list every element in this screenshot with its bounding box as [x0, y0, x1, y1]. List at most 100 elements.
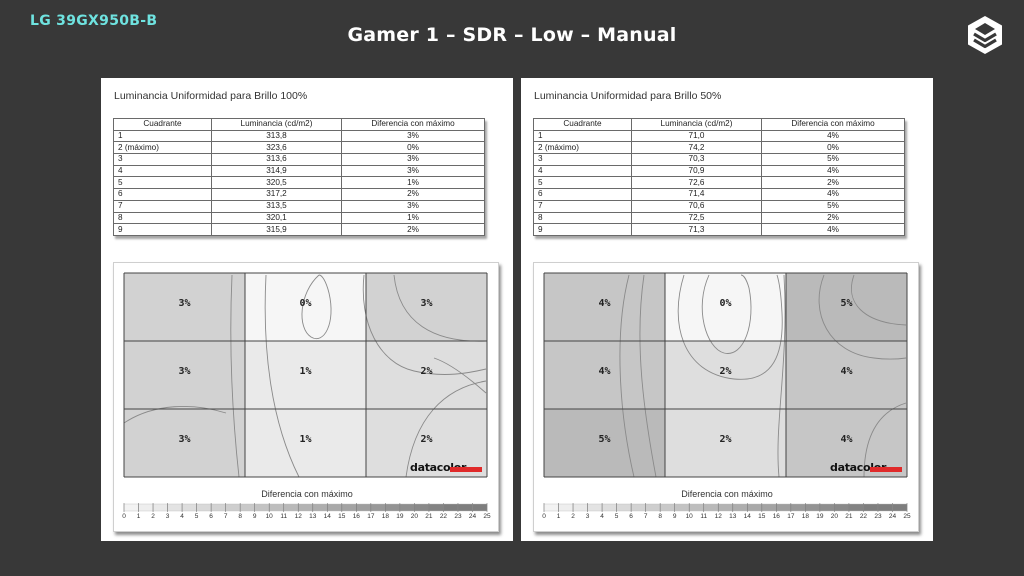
table-cell: 4% [761, 129, 905, 143]
heatmap-cell [665, 409, 786, 477]
scale-swatch [428, 503, 444, 512]
scale-tick-label: 8 [658, 513, 662, 520]
uniformity-panel-brillo-50: Luminancia Uniformidad para Brillo 50% C… [521, 78, 933, 541]
table-cell: 2 (máximo) [113, 141, 212, 155]
table-cell: 2% [761, 211, 905, 225]
model-tag: LG 39GX950B-B [30, 13, 158, 29]
heatmap-cell [786, 409, 907, 477]
panel-heading: Luminancia Uniformidad para Brillo 50% [534, 90, 722, 102]
table-cell: 72,5 [631, 211, 762, 225]
heatmap-value-label: 3% [178, 298, 191, 309]
heatmap-cell [544, 341, 665, 409]
table-cell: 1 [533, 129, 632, 143]
contour-line [405, 380, 487, 478]
col-header-diferencia: Diferencia con máximo [761, 118, 905, 131]
contour-line [619, 274, 635, 478]
scale-tick-label: 10 [685, 513, 693, 520]
table-cell: 317,2 [211, 188, 342, 201]
table-cell: 8 [113, 211, 212, 225]
heatmap-cell [665, 273, 786, 341]
scale-tick-label: 22 [439, 513, 448, 520]
heatmap-cell [544, 273, 665, 341]
table-cell: 7 [533, 199, 632, 213]
heatmap-value-label: 3% [178, 434, 191, 445]
scale-tick-label: 24 [888, 513, 897, 520]
scale-tick-label: 21 [845, 513, 853, 520]
contour-line [264, 274, 300, 478]
scale-swatch [688, 503, 704, 512]
scale-swatch [587, 503, 603, 512]
hexagon-layers-logo-icon [968, 16, 1002, 54]
scale-tick-label: 11 [280, 513, 288, 520]
table-cell: 70,9 [631, 164, 762, 178]
heatmap-value-label: 0% [299, 298, 312, 309]
scale-swatch [834, 503, 850, 512]
table-cell: 5% [761, 153, 905, 166]
contour-line [818, 274, 907, 360]
table-cell: 3% [341, 153, 485, 166]
scale-tick-label: 25 [903, 513, 911, 520]
table-cell: 71,4 [631, 188, 762, 201]
scale-swatch [181, 503, 197, 512]
scale-swatch [457, 503, 473, 512]
scale-swatch [703, 503, 719, 512]
contour-line [851, 274, 907, 326]
heatmap-cell [544, 409, 665, 477]
table-cell: 320,1 [211, 211, 342, 225]
scale-swatch [747, 503, 762, 512]
scale-swatch [210, 503, 226, 512]
heatmap-cell [366, 409, 487, 477]
scale-tick-label: 7 [643, 513, 648, 520]
scale-swatch [472, 503, 488, 512]
heatmap-value-label: 3% [178, 366, 191, 377]
scale-swatch [196, 503, 212, 512]
scale-tick-label: 17 [367, 513, 375, 520]
scale-swatch [239, 503, 255, 512]
scale-tick-label: 16 [352, 513, 360, 520]
scale-tick-label: 6 [629, 513, 633, 520]
scale-tick-label: 13 [729, 513, 737, 520]
table-cell: 5 [533, 176, 632, 190]
heatmap-cell [124, 409, 245, 477]
scale-swatch [356, 503, 372, 512]
contour-line [863, 402, 907, 478]
scale-title: Diferencia con máximo [681, 489, 773, 499]
contour-line [639, 274, 657, 478]
table-cell: 4 [533, 164, 632, 178]
table-cell: 6 [533, 188, 632, 201]
scale-swatch [385, 503, 401, 512]
scale-swatch [558, 503, 574, 512]
table-cell: 3% [341, 164, 485, 178]
scale-swatch [718, 503, 733, 512]
table-cell: 313,8 [211, 129, 342, 143]
scale-tick-label: 25 [483, 513, 491, 520]
scale-swatch [414, 503, 430, 512]
heatmap-cell [124, 341, 245, 409]
heatmap-cell [786, 273, 907, 341]
scale-tick-label: 14 [743, 513, 751, 520]
table-cell: 7 [113, 199, 212, 213]
scale-swatch [268, 503, 284, 512]
table-cell: 3% [341, 129, 485, 143]
table-cell: 5 [113, 176, 212, 190]
table-cell: 2% [341, 223, 485, 236]
heatmap-svg [123, 272, 488, 512]
scale-tick-label: 22 [859, 513, 868, 520]
table-cell: 2 (máximo) [533, 141, 632, 155]
table-cell: 71,3 [631, 223, 762, 236]
scale-tick-label: 18 [381, 513, 389, 520]
scale-tick-label: 8 [238, 513, 242, 520]
scale-swatch [543, 503, 559, 512]
scale-tick-label: 0 [122, 513, 126, 520]
